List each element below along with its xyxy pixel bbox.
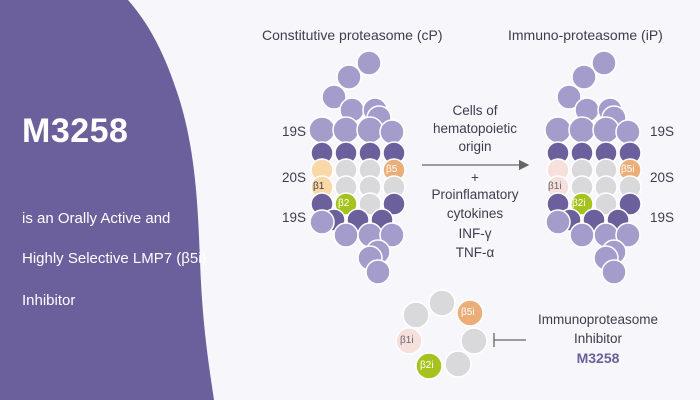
ip-label-19s-bottom: 19S bbox=[650, 210, 675, 225]
cp-label-20s: 20S bbox=[282, 170, 307, 185]
transition-line-4: Proinflamatory bbox=[431, 187, 519, 202]
cp-label-19s-bottom: 19S bbox=[282, 210, 307, 225]
inhibitor-name: M3258 bbox=[576, 350, 620, 366]
ip-label-20s: 20S bbox=[650, 170, 675, 185]
ip-subunit-b1i: β1i bbox=[548, 181, 562, 192]
ring-unit-b2i bbox=[415, 352, 443, 380]
cp-19s-bottom-cap bbox=[309, 209, 405, 285]
immunoproteasome-ring bbox=[395, 289, 488, 380]
transition-line-6: INF-γ bbox=[458, 226, 492, 241]
ring-label-b5i: β5i bbox=[461, 307, 475, 318]
ring-unit-3 bbox=[460, 327, 488, 355]
ring-label-b1i: β1i bbox=[400, 335, 414, 346]
cp-subunit-b1: β1 bbox=[313, 181, 325, 192]
cp-subunit-b5: β5 bbox=[386, 164, 398, 175]
left-panel-shape bbox=[0, 0, 214, 400]
immuno-proteasome bbox=[544, 50, 642, 285]
ring-unit-b5i bbox=[456, 299, 484, 327]
transition-line-1: Cells of bbox=[452, 103, 498, 118]
transition-plus: + bbox=[471, 170, 479, 185]
ring-unit-b1i bbox=[395, 327, 423, 355]
ip-label-19s-top: 19S bbox=[650, 124, 675, 139]
description-line-3: Inhibitor bbox=[22, 292, 76, 309]
description-line-1: is an Orally Active and bbox=[22, 210, 171, 227]
transition-line-5: cytokines bbox=[446, 206, 504, 221]
description-line-2: Highly Selective LMP7 (β5i) bbox=[22, 250, 207, 267]
transition-line-2: hematopoietic bbox=[432, 121, 518, 136]
constitutive-proteasome bbox=[308, 50, 406, 285]
cp-title: Constitutive proteasome (cP) bbox=[262, 27, 443, 43]
cp-label-19s-top: 19S bbox=[282, 124, 307, 139]
ring-unit-1 bbox=[428, 289, 456, 317]
ring-unit-7 bbox=[402, 301, 430, 329]
ip-19s-top-cap bbox=[544, 50, 641, 145]
inhibitor-line-1: Immunoproteasome bbox=[537, 312, 659, 327]
ip-subunit-b5i: β5i bbox=[621, 164, 635, 175]
transition-line-7: TNF-α bbox=[455, 245, 495, 260]
ip-title: Immuno-proteasome (iP) bbox=[508, 27, 663, 43]
cp-subunit-b2: β2 bbox=[338, 198, 350, 209]
ring-unit-4 bbox=[444, 350, 472, 378]
inhibitor-line-2: Inhibitor bbox=[573, 331, 623, 346]
ring-label-b2i: β2i bbox=[420, 360, 434, 371]
ip-19s-bottom-cap bbox=[545, 209, 641, 285]
compound-title: M3258 bbox=[22, 112, 129, 150]
cp-19s-top-cap bbox=[308, 50, 405, 145]
ip-subunit-b2i: β2i bbox=[572, 198, 586, 209]
transition-line-3: origin bbox=[458, 139, 492, 154]
